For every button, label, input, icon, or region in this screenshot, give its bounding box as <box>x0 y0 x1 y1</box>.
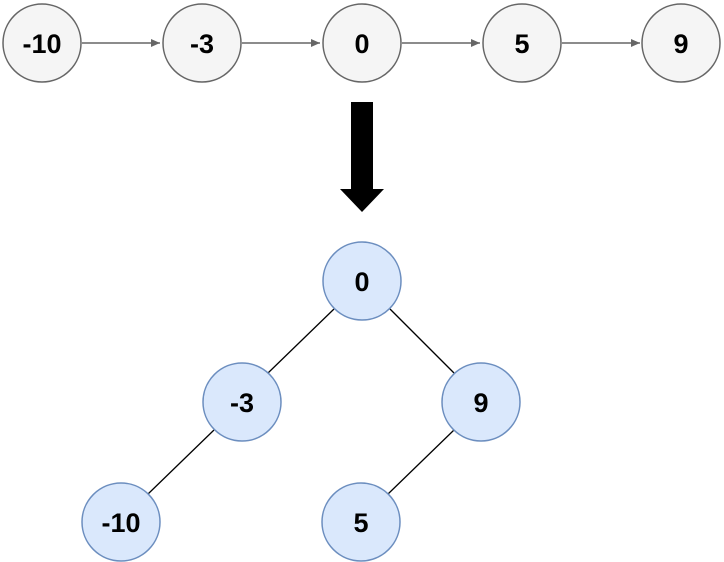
list-node-label: 5 <box>514 29 529 59</box>
tree-node-label: 9 <box>473 388 488 418</box>
list-node-circle <box>2 3 82 83</box>
tree-node-left-left: -10 <box>81 482 161 562</box>
tree-edge <box>267 308 335 374</box>
list-node-label: -3 <box>190 29 214 59</box>
tree-node-circle <box>202 362 282 442</box>
list-nodes: -10 -3 0 5 9 <box>2 3 721 83</box>
list-node-circle <box>162 3 242 83</box>
list-node-circle <box>482 3 562 83</box>
list-node-label: 9 <box>673 29 688 59</box>
list-node: 0 <box>322 3 402 83</box>
tree-edge <box>387 429 455 495</box>
tree-node-right: 9 <box>441 362 521 442</box>
tree-node-circle <box>322 241 402 321</box>
list-node: -3 <box>162 3 242 83</box>
tree-edge <box>389 308 455 374</box>
tree-node-right-left: 5 <box>321 482 401 562</box>
tree-node-label: 5 <box>353 508 368 538</box>
tree-node-circle <box>81 482 161 562</box>
tree-node-label: -10 <box>101 508 140 538</box>
tree-edges <box>147 308 455 495</box>
tree-node-left: -3 <box>202 362 282 442</box>
list-node-circle <box>322 3 402 83</box>
list-node: 9 <box>641 3 721 83</box>
tree-edge <box>147 429 215 495</box>
tree-node-circle <box>321 482 401 562</box>
list-node-label: 0 <box>354 29 369 59</box>
tree-nodes: 0 -3 9 -10 5 <box>81 241 521 562</box>
tree-node-root: 0 <box>322 241 402 321</box>
list-node-circle <box>641 3 721 83</box>
tree-node-label: 0 <box>354 267 369 297</box>
list-node: 5 <box>482 3 562 83</box>
list-node-label: -10 <box>22 29 61 59</box>
list-node: -10 <box>2 3 82 83</box>
tree-node-circle <box>441 362 521 442</box>
down-arrow-icon <box>340 102 384 212</box>
tree-node-label: -3 <box>230 388 254 418</box>
